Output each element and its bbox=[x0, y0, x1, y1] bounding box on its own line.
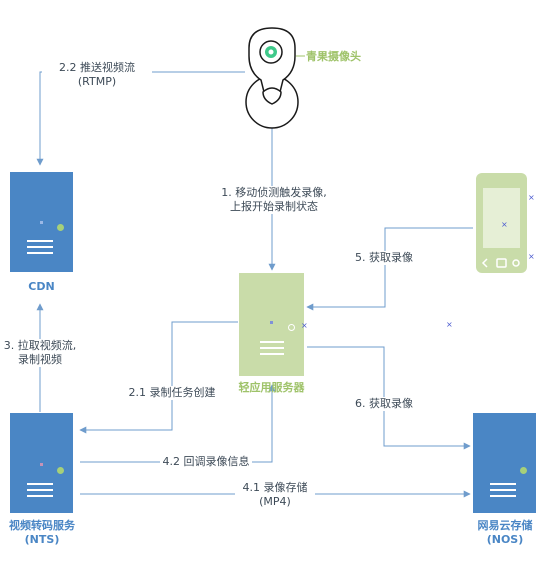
edge-label-3-line1: 3. 拉取视频流, bbox=[3, 339, 77, 352]
edge-label-1-line1: 1. 移动侦测触发录像, bbox=[221, 186, 327, 199]
nts-title-line1: 视频转码服务 bbox=[9, 519, 75, 532]
cdn-title: CDN bbox=[28, 280, 55, 293]
edge-label-2-2: 2.2 推送视频流 (RTMP) bbox=[42, 61, 152, 89]
nos-server-icon bbox=[473, 413, 536, 513]
camera-icon bbox=[245, 27, 305, 129]
edge-label-2-1-line1: 2.1 录制任务创建 bbox=[128, 386, 216, 399]
marker-icon bbox=[40, 463, 43, 466]
marker-icon bbox=[270, 321, 273, 324]
slot-line bbox=[27, 252, 53, 254]
marker-icon: × bbox=[446, 320, 453, 329]
edge-label-4-1-line1: 4.1 录像存储 bbox=[242, 481, 308, 494]
nts-title-line2: (NTS) bbox=[24, 533, 60, 546]
camera-title: 青果摄像头 bbox=[306, 50, 361, 63]
edge-label-1: 1. 移动侦测触发录像, 上报开始录制状态 bbox=[213, 186, 335, 214]
marker-icon bbox=[40, 221, 43, 224]
app-server-icon bbox=[239, 273, 304, 376]
status-light-icon bbox=[57, 467, 64, 474]
slot-line bbox=[27, 246, 53, 248]
edge-label-1-line2: 上报开始录制状态 bbox=[230, 200, 318, 213]
edge-label-5: 5. 获取录像 bbox=[345, 251, 423, 265]
slot-line bbox=[27, 483, 53, 485]
edge-label-2-2-line2: (RTMP) bbox=[77, 75, 117, 88]
marker-icon: × bbox=[501, 220, 508, 229]
edge-label-4-2: 4.2 回调录像信息 bbox=[160, 455, 252, 469]
edge-camera-to-cdn bbox=[36, 71, 245, 166]
app-server-title: 轻应用服务器 bbox=[238, 381, 305, 394]
edge-label-2-1: 2.1 录制任务创建 bbox=[126, 386, 218, 400]
cdn-server-icon bbox=[10, 172, 73, 272]
marker-icon: × bbox=[528, 193, 535, 202]
nos-title-line2: (NOS) bbox=[486, 533, 524, 546]
edge-app-server-to-nts bbox=[79, 321, 238, 434]
status-light-icon bbox=[288, 324, 295, 331]
slot-line bbox=[490, 495, 516, 497]
marker-icon: × bbox=[301, 321, 308, 330]
slot-line bbox=[27, 495, 53, 497]
slot-line bbox=[27, 489, 53, 491]
marker-icon: × bbox=[528, 252, 535, 261]
slot-line bbox=[260, 347, 284, 349]
edge-label-5-line1: 5. 获取录像 bbox=[355, 251, 413, 264]
edge-label-4-1: 4.1 录像存储 (MP4) bbox=[235, 481, 315, 509]
edge-label-3: 3. 拉取视频流, 录制视频 bbox=[0, 339, 80, 367]
slot-line bbox=[260, 341, 284, 343]
nts-title: 视频转码服务 (NTS) bbox=[0, 519, 84, 547]
edge-label-4-2-line1: 4.2 回调录像信息 bbox=[162, 455, 250, 468]
nos-title: 网易云存储 (NOS) bbox=[463, 519, 547, 547]
edge-label-2-2-line1: 2.2 推送视频流 bbox=[59, 61, 135, 74]
edge-nts-to-app-server bbox=[80, 384, 276, 463]
status-light-icon bbox=[57, 224, 64, 231]
edge-label-6-line1: 6. 获取录像 bbox=[355, 397, 413, 410]
slot-line bbox=[260, 353, 284, 355]
slot-line bbox=[490, 489, 516, 491]
status-light-icon bbox=[520, 467, 527, 474]
edge-phone-to-app-server bbox=[306, 227, 473, 311]
slot-line bbox=[490, 483, 516, 485]
slot-line bbox=[27, 240, 53, 242]
edge-label-3-line2: 录制视频 bbox=[18, 353, 62, 366]
nos-title-line1: 网易云存储 bbox=[477, 519, 533, 532]
edge-label-4-1-line2: (MP4) bbox=[259, 495, 291, 508]
phone-icon bbox=[476, 173, 527, 273]
edge-app-server-to-nos bbox=[307, 346, 471, 450]
edge-label-6: 6. 获取录像 bbox=[347, 397, 421, 411]
nts-server-icon bbox=[10, 413, 73, 513]
